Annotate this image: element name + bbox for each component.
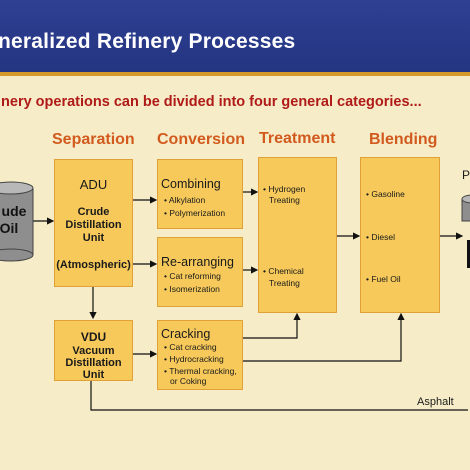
blending-box: • Gasoline • Diesel • Fuel Oil (360, 157, 440, 313)
product-tank-icon (461, 194, 470, 268)
arrow-cracking-to-treatment (243, 312, 301, 339)
blending-item: • Fuel Oil (366, 274, 401, 284)
treatment-item-line2: Treating (269, 195, 300, 205)
adu-box: ADU Crude Distillation Unit (Atmospheric… (54, 159, 133, 287)
asphalt-line (90, 381, 468, 411)
treatment-item: • Hydrogen (263, 184, 306, 194)
treatment-box: • Hydrogen Treating • Chemical Treating (258, 157, 337, 313)
slide-title: neralized Refinery Processes (0, 30, 296, 53)
vdu-title: VDU (80, 330, 107, 344)
heading-treatment: Treatment (259, 130, 336, 147)
crude-oil-tank-icon (0, 181, 34, 262)
slide-subtitle: inery operations can be divided into fou… (0, 94, 422, 110)
cracking-box: Cracking • Cat cracking • Hydrocracking … (157, 320, 243, 390)
asphalt-label: Asphalt (417, 396, 454, 408)
combining-item: • Alkylation (164, 195, 206, 205)
cracking-item: • Hydrocracking (164, 354, 224, 364)
adu-line3: Unit (82, 232, 105, 244)
rearranging-title: Re-arranging (161, 255, 234, 269)
cracking-item-continued: or Coking (170, 376, 207, 386)
blending-item: • Gasoline (366, 189, 405, 199)
adu-line4: (Atmospheric) (56, 259, 131, 271)
arrow-cracking-to-blending (243, 312, 405, 362)
vdu-line1: Vacuum (72, 345, 115, 357)
heading-separation: Separation (52, 131, 135, 148)
crude-label-line2: Oil (0, 220, 19, 236)
crude-label-line1: ude (1, 203, 27, 219)
treatment-item: • Chemical (263, 266, 304, 276)
vdu-box: VDU Vacuum Distillation Unit (54, 320, 133, 381)
cracking-title: Cracking (161, 327, 211, 341)
combining-item: • Polymerization (164, 208, 226, 218)
vdu-line3: Unit (82, 369, 105, 381)
combining-title: Combining (161, 177, 221, 191)
rearranging-box: Re-arranging • Cat reforming • Isomeriza… (157, 237, 243, 307)
title-bar: neralized Refinery Processes (0, 0, 470, 76)
product-label: P (462, 168, 470, 182)
vdu-line2: Distillation (65, 357, 122, 369)
cracking-item: • Thermal cracking, (164, 366, 237, 376)
combining-box: Combining • Alkylation • Polymerization (157, 159, 243, 229)
rearranging-item: • Cat reforming (164, 271, 221, 281)
cracking-item: • Cat cracking (164, 342, 217, 352)
adu-title: ADU (79, 177, 108, 192)
adu-line1: Crude (77, 206, 110, 218)
rearranging-item: • Isomerization (164, 284, 220, 294)
heading-conversion: Conversion (157, 131, 246, 148)
blending-item: • Diesel (366, 232, 395, 242)
adu-line2: Distillation (65, 219, 122, 231)
heading-blending: Blending (369, 131, 438, 148)
treatment-item-line2: Treating (269, 278, 300, 288)
